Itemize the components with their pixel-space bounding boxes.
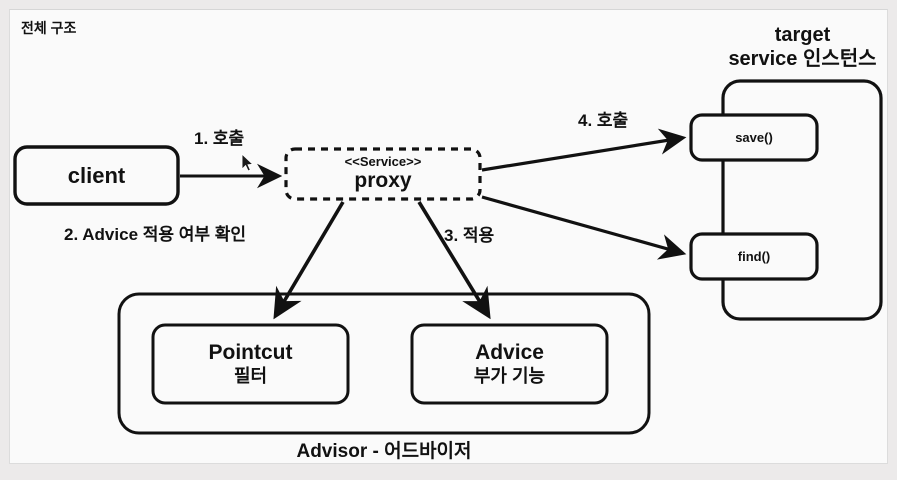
edge-proxy-to-find	[481, 195, 687, 260]
edge-proxy-to-pointcut	[273, 201, 345, 320]
edge-proxy-to-save	[481, 128, 687, 172]
edge-label-step-4: 4. 호출	[578, 111, 629, 130]
edge-label-step-1: 1. 호출	[194, 129, 245, 148]
proxy-box-shape	[284, 147, 482, 201]
client-box-shape	[13, 145, 180, 206]
advice-box-shape	[410, 323, 609, 405]
edge-label-step-3: 3. 적용	[444, 226, 495, 245]
edge-label-step-2: 2. Advice 적용 여부 확인	[64, 225, 247, 244]
diagram-panel: 전체 구조 client <<Service>> proxy Pointcut …	[9, 9, 888, 464]
diagram-vector-layer	[13, 79, 883, 435]
pointcut-box-shape	[151, 323, 350, 405]
save-box-shape	[689, 113, 819, 162]
edge-proxy-to-advice	[417, 201, 491, 320]
page-title: 전체 구조	[21, 20, 77, 36]
find-box-shape	[689, 232, 819, 281]
